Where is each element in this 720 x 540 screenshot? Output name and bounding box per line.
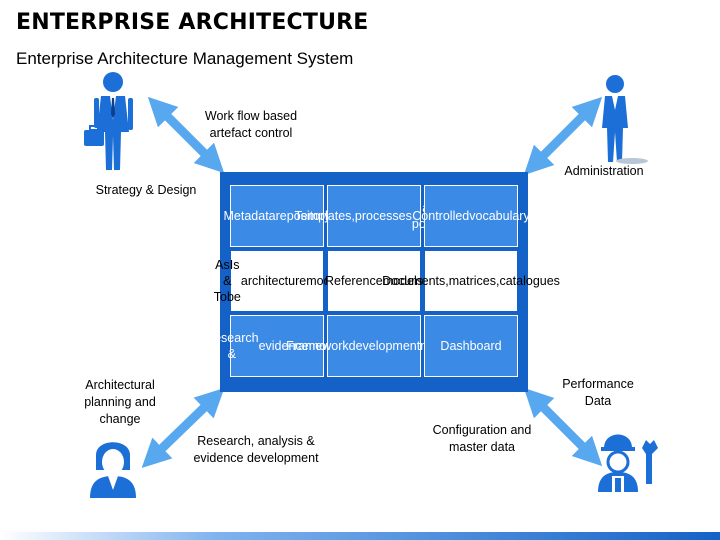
grid-cell-dashboard: Dashboard [424, 315, 518, 377]
arrow-top-right [523, 96, 603, 176]
businessman-briefcase-icon [84, 72, 133, 170]
page-subtitle: Enterprise Architecture Management Syste… [16, 49, 354, 68]
label-research-analysis: Research, analysis &evidence development [193, 434, 319, 465]
label-strategy-design: Strategy & Design [95, 183, 197, 197]
grid-cell-templates-processes-policies: Templates,processesand policies [294, 185, 454, 247]
grid-cell-documents-matrices-catalogues: Documents,matrices,catalogues [382, 250, 560, 312]
arrow-bottom-left [141, 387, 225, 469]
arrow-top-left [147, 96, 225, 174]
page-title: ENTERPRISE ARCHITECTURE [16, 10, 369, 35]
engineer-wrench-icon [598, 434, 658, 492]
bottom-accent-bar [0, 532, 720, 540]
standing-man-icon [602, 75, 648, 164]
arrow-bottom-right [523, 387, 603, 467]
label-administration: Administration [564, 164, 644, 178]
businesswoman-icon [90, 442, 136, 498]
grid-cell-framework-development-method: Frameworkdevelopmentmethod [286, 315, 462, 377]
grid-cell-research-evidence-models: Research &evidencemodels [205, 315, 349, 377]
